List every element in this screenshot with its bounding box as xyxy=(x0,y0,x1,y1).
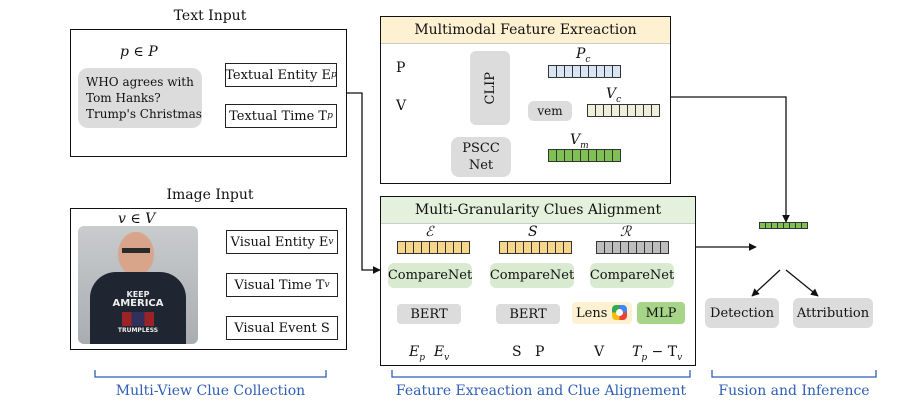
pc-symbol: Pc xyxy=(576,46,590,65)
extraction-p-label: P xyxy=(396,60,406,76)
entity-input-a: E xyxy=(409,344,420,360)
entity-inputs: Ep Ev xyxy=(409,344,449,363)
mlp-block: MLP xyxy=(637,302,685,324)
clip-block: CLIP xyxy=(470,51,510,125)
entity-input-b: E xyxy=(433,344,445,360)
lens-icon xyxy=(612,305,627,320)
textual-entity-label: Textual Entity E xyxy=(225,67,331,83)
input-photo: KEEP AMERICA TRUMPLESS xyxy=(78,226,198,344)
vm-label: V xyxy=(570,132,581,148)
photo-flag xyxy=(122,312,154,326)
vm-vector xyxy=(548,149,621,162)
vc-label: V xyxy=(606,86,617,102)
fusion-matrix xyxy=(759,222,812,270)
shirt-text-1: KEEP xyxy=(126,290,150,299)
text-example-line-3: Trump's Christmas xyxy=(86,107,202,121)
time-input-b-sub1: p xyxy=(641,352,648,363)
photo-shirt-text: KEEP AMERICA TRUMPLESS xyxy=(108,290,168,335)
photo-face xyxy=(118,232,154,276)
visual-event-box: Visual Event S xyxy=(226,316,338,340)
text-example-line-1: WHO agrees with xyxy=(86,75,194,89)
image-input-title: Image Input xyxy=(166,187,254,203)
detection-box: Detection xyxy=(705,298,779,328)
text-example-bubble: WHO agrees with Tom Hanks? Trump's Chris… xyxy=(78,68,202,128)
extraction-title: Multimodal Feature Exreaction xyxy=(381,17,670,44)
extraction-v-label: V xyxy=(396,98,407,114)
event-inputs: S P xyxy=(512,344,545,360)
vector-cell xyxy=(651,104,660,117)
textual-time-sub: p xyxy=(327,111,333,121)
pscc-label-1: PSCC xyxy=(462,141,500,156)
vector-cell xyxy=(612,65,621,78)
caption-feature-extraction: Feature Exreaction and Clue Alignement xyxy=(395,383,687,399)
time-input-b-mid: − T xyxy=(647,344,678,360)
bert-entity: BERT xyxy=(397,304,461,324)
clip-label: CLIP xyxy=(482,71,498,105)
lens-block: Lens xyxy=(572,302,632,324)
shirt-text-3: TRUMPLESS xyxy=(117,327,159,334)
visual-entity-sub: v xyxy=(328,237,334,247)
attribution-box: Attribution xyxy=(793,298,873,328)
image-input-symbol: v ∈ V xyxy=(118,211,156,227)
photo-sunglasses xyxy=(122,248,150,253)
pscc-net-block: PSCC Net xyxy=(451,137,511,177)
bert-event: BERT xyxy=(496,304,560,324)
vc-sub: c xyxy=(616,94,622,105)
vector-cell xyxy=(612,149,621,162)
visual-time-label: Visual Time T xyxy=(234,277,325,293)
shirt-text-2: AMERICA xyxy=(112,298,164,309)
event-clue-vector xyxy=(499,241,572,254)
time-input-a: V xyxy=(594,344,605,360)
extraction-panel xyxy=(380,16,671,184)
vector-cell xyxy=(660,241,669,254)
comparenet-event: CompareNet xyxy=(490,263,574,288)
entity-clue-vector xyxy=(397,241,470,254)
time-input-b-sub2: v xyxy=(677,352,683,363)
entity-input-b-sub: v xyxy=(444,352,450,363)
vector-cell xyxy=(461,241,470,254)
pc-label: P xyxy=(576,46,586,62)
textual-time-label: Textual Time T xyxy=(229,108,328,124)
entity-clue-symbol: ℰ xyxy=(425,224,434,240)
time-input-b-t1: T xyxy=(632,344,642,360)
visual-time-sub: v xyxy=(324,280,330,290)
caption-multi-view: Multi-View Clue Collection xyxy=(115,383,306,399)
text-input-title: Text Input xyxy=(173,8,247,24)
time-input-b: Tp − Tv xyxy=(632,344,682,363)
caption-fusion: Fusion and Inference xyxy=(718,383,870,399)
pc-vector xyxy=(548,65,621,78)
time-clue-symbol: ℛ xyxy=(620,224,632,240)
time-clue-vector xyxy=(596,241,669,254)
vc-vector xyxy=(587,104,660,117)
text-example-line-2: Tom Hanks? xyxy=(86,91,161,105)
fusion-row-7 xyxy=(759,222,808,229)
comparenet-time: CompareNet xyxy=(590,263,674,288)
lens-label: Lens xyxy=(576,305,608,321)
vc-symbol: Vc xyxy=(606,86,621,105)
visual-entity-label: Visual Entity E xyxy=(230,234,329,250)
event-clue-symbol: S xyxy=(528,224,538,240)
photo-shirt xyxy=(90,272,186,344)
vector-cell xyxy=(801,222,808,229)
vm-symbol: Vm xyxy=(570,132,589,151)
textual-entity-sub: p xyxy=(331,70,337,80)
pc-sub: c xyxy=(585,54,591,65)
pscc-label-2: Net xyxy=(468,158,494,173)
entity-input-a-sub: p xyxy=(419,352,425,363)
vem-block: vem xyxy=(528,101,572,121)
comparenet-entity: CompareNet xyxy=(388,263,472,288)
vm-sub: m xyxy=(580,140,589,151)
text-input-symbol: p ∈ P xyxy=(120,44,158,60)
vector-cell xyxy=(563,241,572,254)
alignment-title: Multi-Granularity Clues Alignment xyxy=(381,197,695,224)
